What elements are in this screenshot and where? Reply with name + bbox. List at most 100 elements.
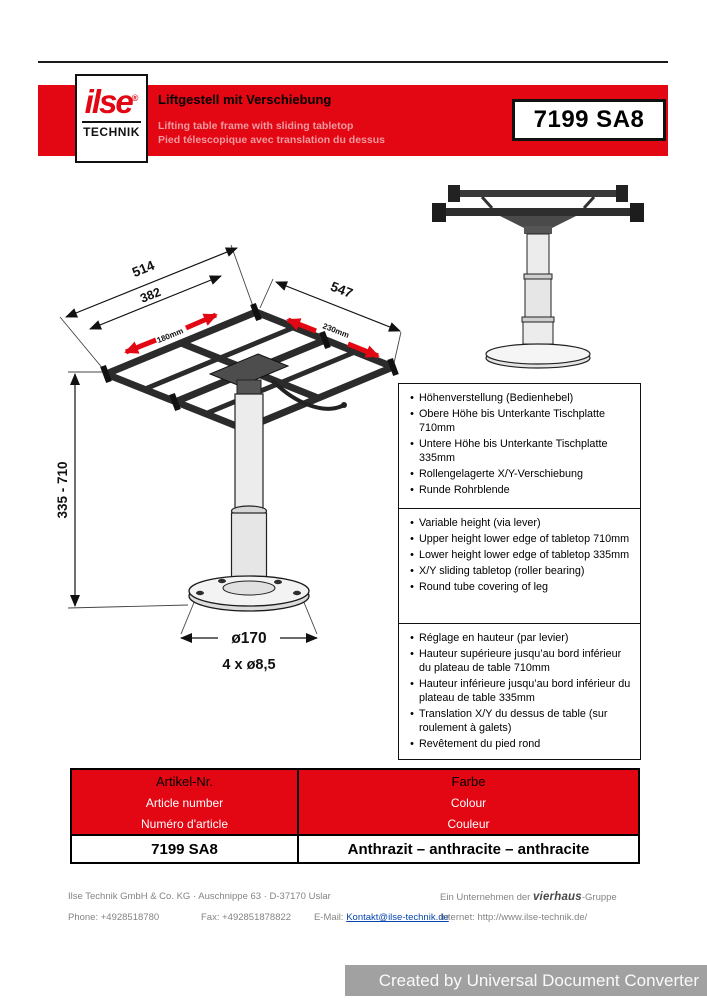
converter-watermark: Created by Universal Document Converter [345,965,707,996]
dimension-382-label: 382 [138,285,163,306]
bullet-icon: • [410,408,414,420]
feature-item: • Translation X/Y du dessus de table (sur… [405,707,634,735]
dimension-547-label: 547 [328,279,354,301]
bullet-icon: • [410,708,414,721]
bullet-icon: • [410,438,414,450]
table-cell-colour: Anthrazit – anthracite – anthracite [299,834,638,862]
footer: Ilse Technik GmbH & Co. KG · Auschnippe … [68,891,642,927]
feature-item: • Untere Höhe bis Unterkante Tischplatte … [405,437,634,465]
internet-url: http://www.ilse-technik.de/ [477,912,588,923]
group-note: Ein Unternehmen der vierhaus-Gruppe [440,891,617,903]
table-cell-article-number: 7199 SA8 [72,834,299,862]
feature-item: • Revêtement du pied rond [405,737,634,751]
phone-number: Phone: +4928518780 [68,912,160,923]
feature-item: •Upper height lower edge of tabletop 710… [405,532,634,546]
bullet-icon: • [410,580,414,593]
article-number-box: 7199 SA8 [512,99,666,141]
product-title-fr: Pied télescopique avec translation du de… [158,134,385,146]
dimension-base: ø170 4 x ø8,5 [180,630,318,673]
feature-text: Höhenverstellung (Bedienhebel) [419,392,574,404]
main-technical-drawing: 514 382 547 [55,244,402,673]
page-top-rule [38,61,668,63]
feature-text: Hauteur inférieure jusqu’au bord inférie… [419,678,631,705]
footer-line-2: Phone: +4928518780 Fax: +492851878822 E-… [68,912,642,927]
table-header-colour-en: Colour [299,793,638,813]
registered-mark: ® [131,93,139,103]
feature-item: • Lower height lower edge of tabletop 335… [405,548,634,562]
feature-item: •Hauteur supérieure jusqu’au bord inféri… [405,647,634,675]
footer-line-1: Ilse Technik GmbH & Co. KG · Auschnippe … [68,891,642,906]
dimension-extension-lines [59,244,402,635]
feature-item: • Variable height (via lever) [405,516,634,530]
feature-item: •Round tube covering of leg [405,580,634,594]
feature-item: • Obere Höhe bis Unterkante Tischplatte 7… [405,407,634,435]
article-colour-table: Artikel-Nr. Farbe Article number Colour … [70,768,640,864]
internet-label: Internet: [440,912,475,923]
feature-boxes: •Höhenverstellung (Bedienhebel) •Obere H… [398,383,641,761]
vierhaus-logo: vierhaus [532,891,582,903]
feature-text: Rollengelagerte X/Y-Verschiebung [419,468,584,480]
telescopic-column-drawing [188,379,310,612]
email-link[interactable]: Kontakt@ilse-technik.de [346,912,449,923]
feature-text: Réglage en hauteur (par levier) [419,632,569,645]
feature-text: Untere Höhe bis Unterkante Tischplatte 3… [419,438,608,464]
ilse-technik-logo: ilse® TECHNIK [75,74,148,163]
feature-text: Variable height (via lever) [419,516,541,529]
bullet-icon: • [410,632,414,645]
dimension-holes-label: 4 x ø8,5 [222,657,275,673]
feature-item: • X/Y sliding tabletop (roller bearing) [405,564,634,578]
features-list-fr: •Réglage en hauteur (par levier) •Hauteu… [405,631,634,751]
email-label: E-Mail: [314,912,344,923]
feature-text: Runde Rohrblende [419,484,510,496]
feature-item: • Réglage en hauteur (par levier) [405,631,634,645]
table-header-colour-de: Farbe [299,770,638,793]
bullet-icon: • [410,564,414,577]
table-header-colour-fr: Couleur [299,813,638,834]
features-box-fr: •Réglage en hauteur (par levier) •Hauteu… [398,623,641,761]
feature-text: X/Y sliding tabletop (roller bearing) [419,564,585,577]
logo-brand: ilse [84,83,134,120]
feature-item: • Rollengelagerte X/Y-Verschiebung [405,467,634,481]
internet-entry: Internet: http://www.ilse-technik.de/ [440,912,587,923]
release-lever [272,380,347,411]
bullet-icon: • [410,548,414,561]
logo-sub-text: TECHNIK [81,121,142,139]
features-box-de: •Höhenverstellung (Bedienhebel) •Obere H… [398,383,641,509]
table-header-article-de: Artikel-Nr. [72,770,299,793]
bullet-icon: • [410,468,414,480]
product-title-en: Lifting table frame with sliding tableto… [158,120,354,132]
assembled-unit-drawing [432,185,644,369]
feature-text: Lower height lower edge of tabletop 335m… [419,548,630,561]
dimension-diameter-label: ø170 [231,630,266,647]
table-header-article-en: Article number [72,793,299,813]
group-prefix: Ein Unternehmen der [440,892,531,903]
features-list-en: • Variable height (via lever) •Upper heig… [405,516,634,594]
feature-text: Translation X/Y du dessus de table (sur … [419,708,608,735]
features-list-de: •Höhenverstellung (Bedienhebel) •Obere H… [405,391,634,497]
feature-item: • Hauteur inférieure jusqu’au bord inféri… [405,677,634,705]
bullet-icon: • [410,738,414,751]
bullet-icon: • [410,678,414,691]
feature-text: Obere Höhe bis Unterkante Tischplatte 71… [419,408,606,434]
feature-text: Hauteur supérieure jusqu’au bord inférie… [419,648,622,675]
features-box-en: • Variable height (via lever) •Upper heig… [398,507,641,625]
dimension-height-label: 335 - 710 [55,461,70,518]
feature-item: •Höhenverstellung (Bedienhebel) [405,391,634,405]
group-suffix: -Gruppe [581,892,617,903]
fax-number: Fax: +492851878822 [201,912,292,923]
bullet-icon: • [410,532,414,545]
company-address: Ilse Technik GmbH & Co. KG · Auschnippe … [68,891,331,902]
product-title-de: Liftgestell mit Verschiebung [158,92,332,107]
email-entry: E-Mail: Kontakt@ilse-technik.de [314,912,449,923]
table-header-article-fr: Numéro d'article [72,813,299,834]
feature-item: • Runde Rohrblende [405,483,634,497]
dimension-height: 335 - 710 [55,373,80,607]
feature-text: Revêtement du pied rond [419,738,541,751]
logo-brand-text: ilse® [85,80,139,120]
header-titles: Liftgestell mit Verschiebung Lifting tab… [158,92,488,146]
tabletop-frame-front-view [432,185,644,234]
column-front-view [485,233,591,369]
bullet-icon: • [410,516,414,529]
bullet-icon: • [410,484,414,496]
